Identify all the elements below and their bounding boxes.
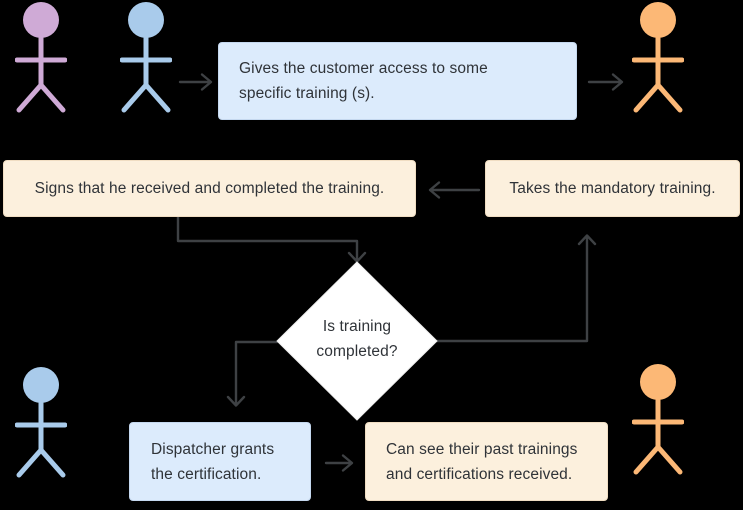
- figure-legs: [633, 82, 683, 113]
- process-box-grants-certification: Dispatcher grants the certification.: [129, 422, 311, 501]
- figure-legs: [16, 82, 66, 113]
- process-text-line: Signs that he received and completed the…: [34, 180, 385, 197]
- connector-decision-to-grants: [226, 340, 279, 407]
- connector-group: [176, 73, 624, 472]
- process-box-takes-training: Takes the mandatory training.: [485, 160, 740, 217]
- figure-head: [23, 2, 59, 38]
- arrow-grants-to-sees: [324, 454, 354, 472]
- process-text-line: Takes the mandatory training.: [509, 180, 716, 197]
- stick-figure-purple-top-left: [15, 2, 67, 113]
- process-text-line: specific training (s).: [239, 85, 375, 102]
- stick-figure-blue-bottom-left: [15, 367, 67, 478]
- arrow-gives-to-actor: [587, 73, 624, 91]
- decision-text-line: Is training: [322, 318, 392, 335]
- figure-legs: [633, 444, 683, 475]
- figure-head: [640, 2, 676, 38]
- figure-legs: [16, 447, 66, 478]
- process-text-line: Can see their past trainings: [386, 440, 578, 458]
- process-text-line: Dispatcher grants: [151, 440, 275, 458]
- decision-text-line: completed?: [316, 343, 398, 360]
- process-text-line: the certification.: [151, 465, 262, 483]
- process-box-signs-received: Signs that he received and completed the…: [3, 160, 416, 217]
- arrow-takes-to-signs: [428, 181, 481, 199]
- connector-signs-to-decision: [176, 215, 367, 263]
- decision-diamond: [276, 261, 438, 421]
- stick-figure-orange-top-right: [632, 2, 684, 113]
- process-text-line: and certifications received.: [386, 465, 573, 483]
- figure-head: [128, 2, 164, 38]
- figure-legs: [121, 82, 171, 113]
- connector-decision-to-takes: [435, 234, 597, 343]
- figure-head: [640, 364, 676, 400]
- stick-figure-blue-top: [120, 2, 172, 113]
- figure-head: [23, 367, 59, 403]
- arrow-actor-to-gives: [178, 73, 213, 91]
- process-box-sees-past-trainings: Can see their past trainings and certifi…: [365, 422, 608, 501]
- stick-figure-orange-bottom-right: [632, 364, 684, 475]
- process-box-gives-access: Gives the customer access to some specif…: [218, 42, 577, 120]
- process-text-line: Gives the customer access to some: [239, 60, 488, 77]
- decision-label: Is training completed?: [277, 314, 437, 364]
